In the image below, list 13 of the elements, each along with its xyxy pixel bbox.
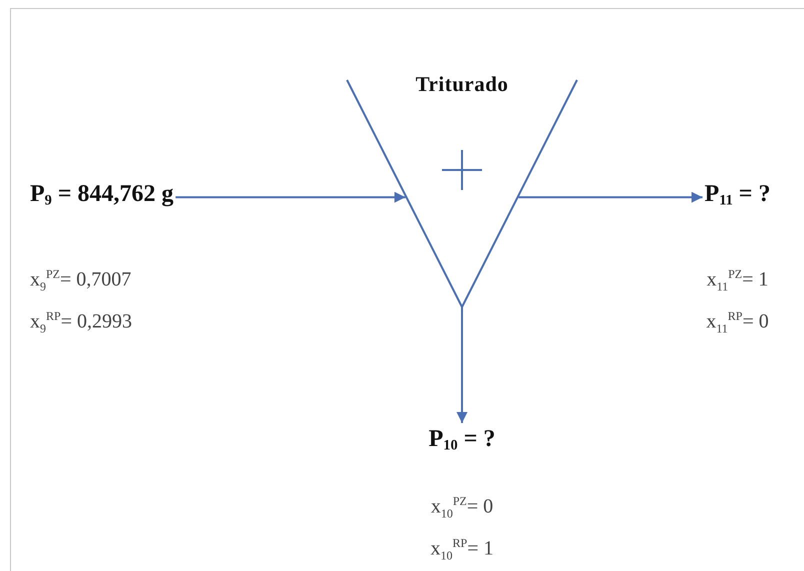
arrow (176, 192, 406, 203)
composition-label: x$_{11}$$^{PZ}$= 1 (706, 266, 768, 296)
composition-label: x$_{9}$$^{PZ}$= 0,7007 (30, 266, 132, 296)
arrow (456, 307, 468, 423)
stream-label: P$_{10}$ = ? (428, 425, 496, 456)
composition-label: x$_{11}$$^{RP}$= 0 (706, 308, 769, 338)
composition-label: x$_{10}$$^{PZ}$= 0 (430, 492, 494, 522)
composition-label: x$_{9}$$^{RP}$= 0,2993 (30, 308, 132, 338)
stream-label: P$_{9}$ = 844,762 g (30, 180, 174, 211)
arrow (518, 192, 703, 203)
composition-label: x$_{10}$$^{RP}$= 1 (430, 535, 494, 565)
process-label: Triturado (414, 72, 510, 97)
stream-label: P$_{11}$ = ? (704, 180, 770, 211)
